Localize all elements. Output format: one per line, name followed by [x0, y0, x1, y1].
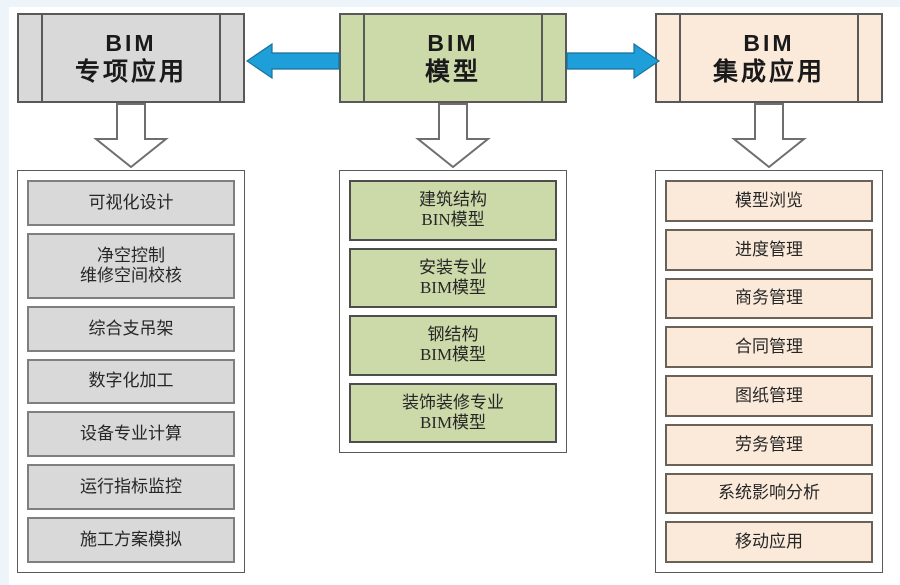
header-right-text: BIM 集成应用: [713, 29, 825, 88]
scan-edge-tint-left: [0, 0, 9, 585]
header-right-line-cn: 集成应用: [712, 57, 825, 86]
cell-line: 安装专业: [419, 257, 487, 277]
list-item[interactable]: 施工方案模拟: [27, 517, 235, 563]
cell-line: 装饰装修专业: [402, 392, 504, 412]
header-box-integrated-application[interactable]: BIM 集成应用: [655, 13, 883, 103]
list-item[interactable]: 装饰装修专业 BIM模型: [349, 382, 557, 443]
list-item[interactable]: 综合支吊架: [27, 305, 235, 352]
cell-line: BIM模型: [419, 277, 487, 297]
cell-line: 可视化设计: [88, 192, 174, 212]
list-item[interactable]: 劳务管理: [665, 423, 873, 466]
header-center-line-cn: 模型: [424, 57, 481, 86]
list-item[interactable]: 合同管理: [665, 326, 873, 368]
cell-line: 进度管理: [735, 239, 803, 259]
cell-line: 劳务管理: [735, 434, 803, 454]
cell-line: 系统影响分析: [718, 483, 820, 503]
column-list-special-application: 可视化设计 净空控制 维修空间校核 综合支吊架 数字化加工 设备专业计算 运行指…: [27, 180, 235, 563]
cell-line: 净空控制: [97, 245, 165, 265]
process-shape-left-bar: [363, 15, 365, 101]
list-item[interactable]: 安装专业 BIM模型: [349, 247, 557, 308]
list-item[interactable]: 钢结构 BIM模型: [349, 315, 557, 376]
cell-line: BIM模型: [419, 345, 487, 365]
column-list-integrated-application: 模型浏览 进度管理 商务管理 合同管理 图纸管理 劳务管理 系统影响分析 移动应…: [665, 180, 873, 563]
cell-line: 维修空间校核: [80, 265, 182, 285]
column-list-bim-model: 建筑结构 BIN模型 安装专业 BIM模型 钢结构 BIM模型 装饰装修专业: [349, 180, 557, 443]
header-left-text: BIM 专项应用: [75, 29, 187, 88]
column-frame-special-application: 可视化设计 净空控制 维修空间校核 综合支吊架 数字化加工 设备专业计算 运行指…: [17, 170, 245, 573]
header-right-line-en: BIM: [743, 29, 795, 56]
cell-line: 运行指标监控: [80, 477, 182, 497]
process-shape-right-bar: [541, 15, 543, 101]
header-center-text: BIM 模型: [425, 29, 481, 88]
cell-line: BIN模型: [421, 210, 485, 230]
cell-line: 钢结构: [427, 325, 479, 345]
process-shape-right-bar: [219, 15, 221, 101]
cell-line: 数字化加工: [88, 371, 174, 391]
cell-line: 设备专业计算: [80, 424, 182, 444]
cell-line: 建筑结构: [419, 190, 487, 210]
list-item[interactable]: 图纸管理: [665, 375, 873, 417]
header-left-line-cn: 专项应用: [74, 57, 187, 86]
cell-line: 商务管理: [735, 288, 803, 308]
header-box-bim-model[interactable]: BIM 模型: [339, 13, 567, 103]
list-item[interactable]: 数字化加工: [27, 358, 235, 405]
cell-line: 综合支吊架: [88, 318, 174, 338]
list-item[interactable]: 设备专业计算: [27, 411, 235, 458]
header-left-line-en: BIM: [105, 29, 157, 56]
list-item[interactable]: 模型浏览: [665, 180, 873, 222]
list-item[interactable]: 运行指标监控: [27, 464, 235, 511]
list-item[interactable]: 移动应用: [665, 521, 873, 563]
cell-line: 施工方案模拟: [80, 530, 182, 549]
process-shape-left-bar: [679, 15, 681, 101]
list-item[interactable]: 系统影响分析: [665, 472, 873, 515]
arrow-down-icon: [415, 103, 491, 169]
list-item[interactable]: 可视化设计: [27, 180, 235, 226]
arrow-down-icon: [93, 103, 169, 169]
cell-line: 移动应用: [735, 532, 803, 552]
header-box-special-application[interactable]: BIM 专项应用: [17, 13, 245, 103]
list-item[interactable]: 商务管理: [665, 277, 873, 320]
list-item[interactable]: 净空控制 维修空间校核: [27, 232, 235, 299]
scan-edge-tint-top: [0, 0, 900, 7]
process-shape-left-bar: [41, 15, 43, 101]
list-item[interactable]: 进度管理: [665, 228, 873, 271]
cell-line: 合同管理: [735, 337, 803, 357]
arrow-left-icon: [246, 42, 340, 80]
list-item[interactable]: 建筑结构 BIN模型: [349, 180, 557, 241]
cell-line: BIM模型: [419, 412, 487, 432]
process-shape-right-bar: [857, 15, 859, 101]
arrow-down-icon: [731, 103, 807, 169]
cell-line: 图纸管理: [735, 385, 803, 405]
column-frame-integrated-application: 模型浏览 进度管理 商务管理 合同管理 图纸管理 劳务管理 系统影响分析 移动应…: [655, 170, 883, 573]
header-center-line-en: BIM: [427, 29, 479, 56]
arrow-right-icon: [566, 42, 660, 80]
cell-line: 模型浏览: [735, 190, 803, 210]
column-frame-bim-model: 建筑结构 BIN模型 安装专业 BIM模型 钢结构 BIM模型 装饰装修专业: [339, 170, 567, 453]
